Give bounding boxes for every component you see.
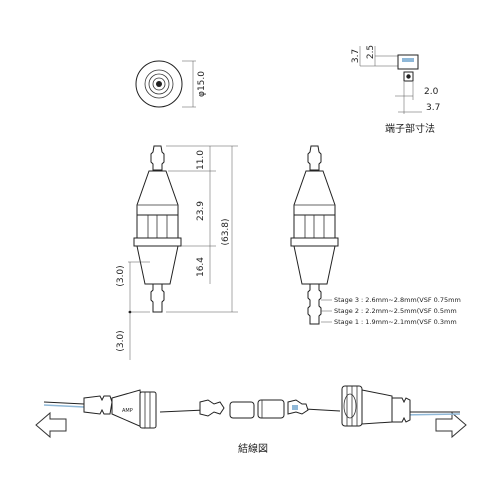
side-view-left: 11.0 23.9 16.4 (63.8) (3.0) (3.0) xyxy=(116,145,238,360)
mid-length-label: 23.9 xyxy=(196,201,206,221)
terminal-dim-4: 3.7 xyxy=(426,103,440,113)
terminal-dim-3: 2.0 xyxy=(424,87,439,97)
side-view-right: Stage 3 : 2.6mm~2.8mm(VSF 0.75mm Stage 2… xyxy=(290,145,461,326)
total-length-label: (63.8) xyxy=(221,218,231,245)
wiring-diagram: AMP 結線図 xyxy=(35,385,467,455)
front-view: φ15.0 xyxy=(135,60,207,108)
left-arrow-icon xyxy=(35,411,67,439)
top-length-label: 11.0 xyxy=(196,150,206,170)
terminal-caption: 端子部寸法 xyxy=(385,122,435,135)
terminal-dim-1: 3.7 xyxy=(351,49,361,63)
terminal-dim-2: 2.5 xyxy=(366,45,376,59)
stage-3-label: Stage 3 : 2.6mm~2.8mm(VSF 0.75mm xyxy=(334,296,461,304)
front-diameter-label: φ15.0 xyxy=(197,71,207,97)
brand-mark-text: AMP xyxy=(122,408,133,414)
stage-2-label: Stage 2 : 2.2mm~2.5mm(VSF 0.5mm xyxy=(334,307,457,315)
side-upper-label: (3.0) xyxy=(116,265,126,286)
stage-1-label: Stage 1 : 1.9mm~2.1mm(VSF 0.3mm xyxy=(334,318,457,326)
right-arrow-icon xyxy=(435,411,467,439)
terminal-detail: 3.7 2.5 2.0 3.7 端子部寸法 xyxy=(351,45,440,135)
wiring-caption: 結線図 xyxy=(238,442,268,455)
side-lower-label: (3.0) xyxy=(116,330,126,351)
bottom-length-label: 16.4 xyxy=(196,257,206,277)
